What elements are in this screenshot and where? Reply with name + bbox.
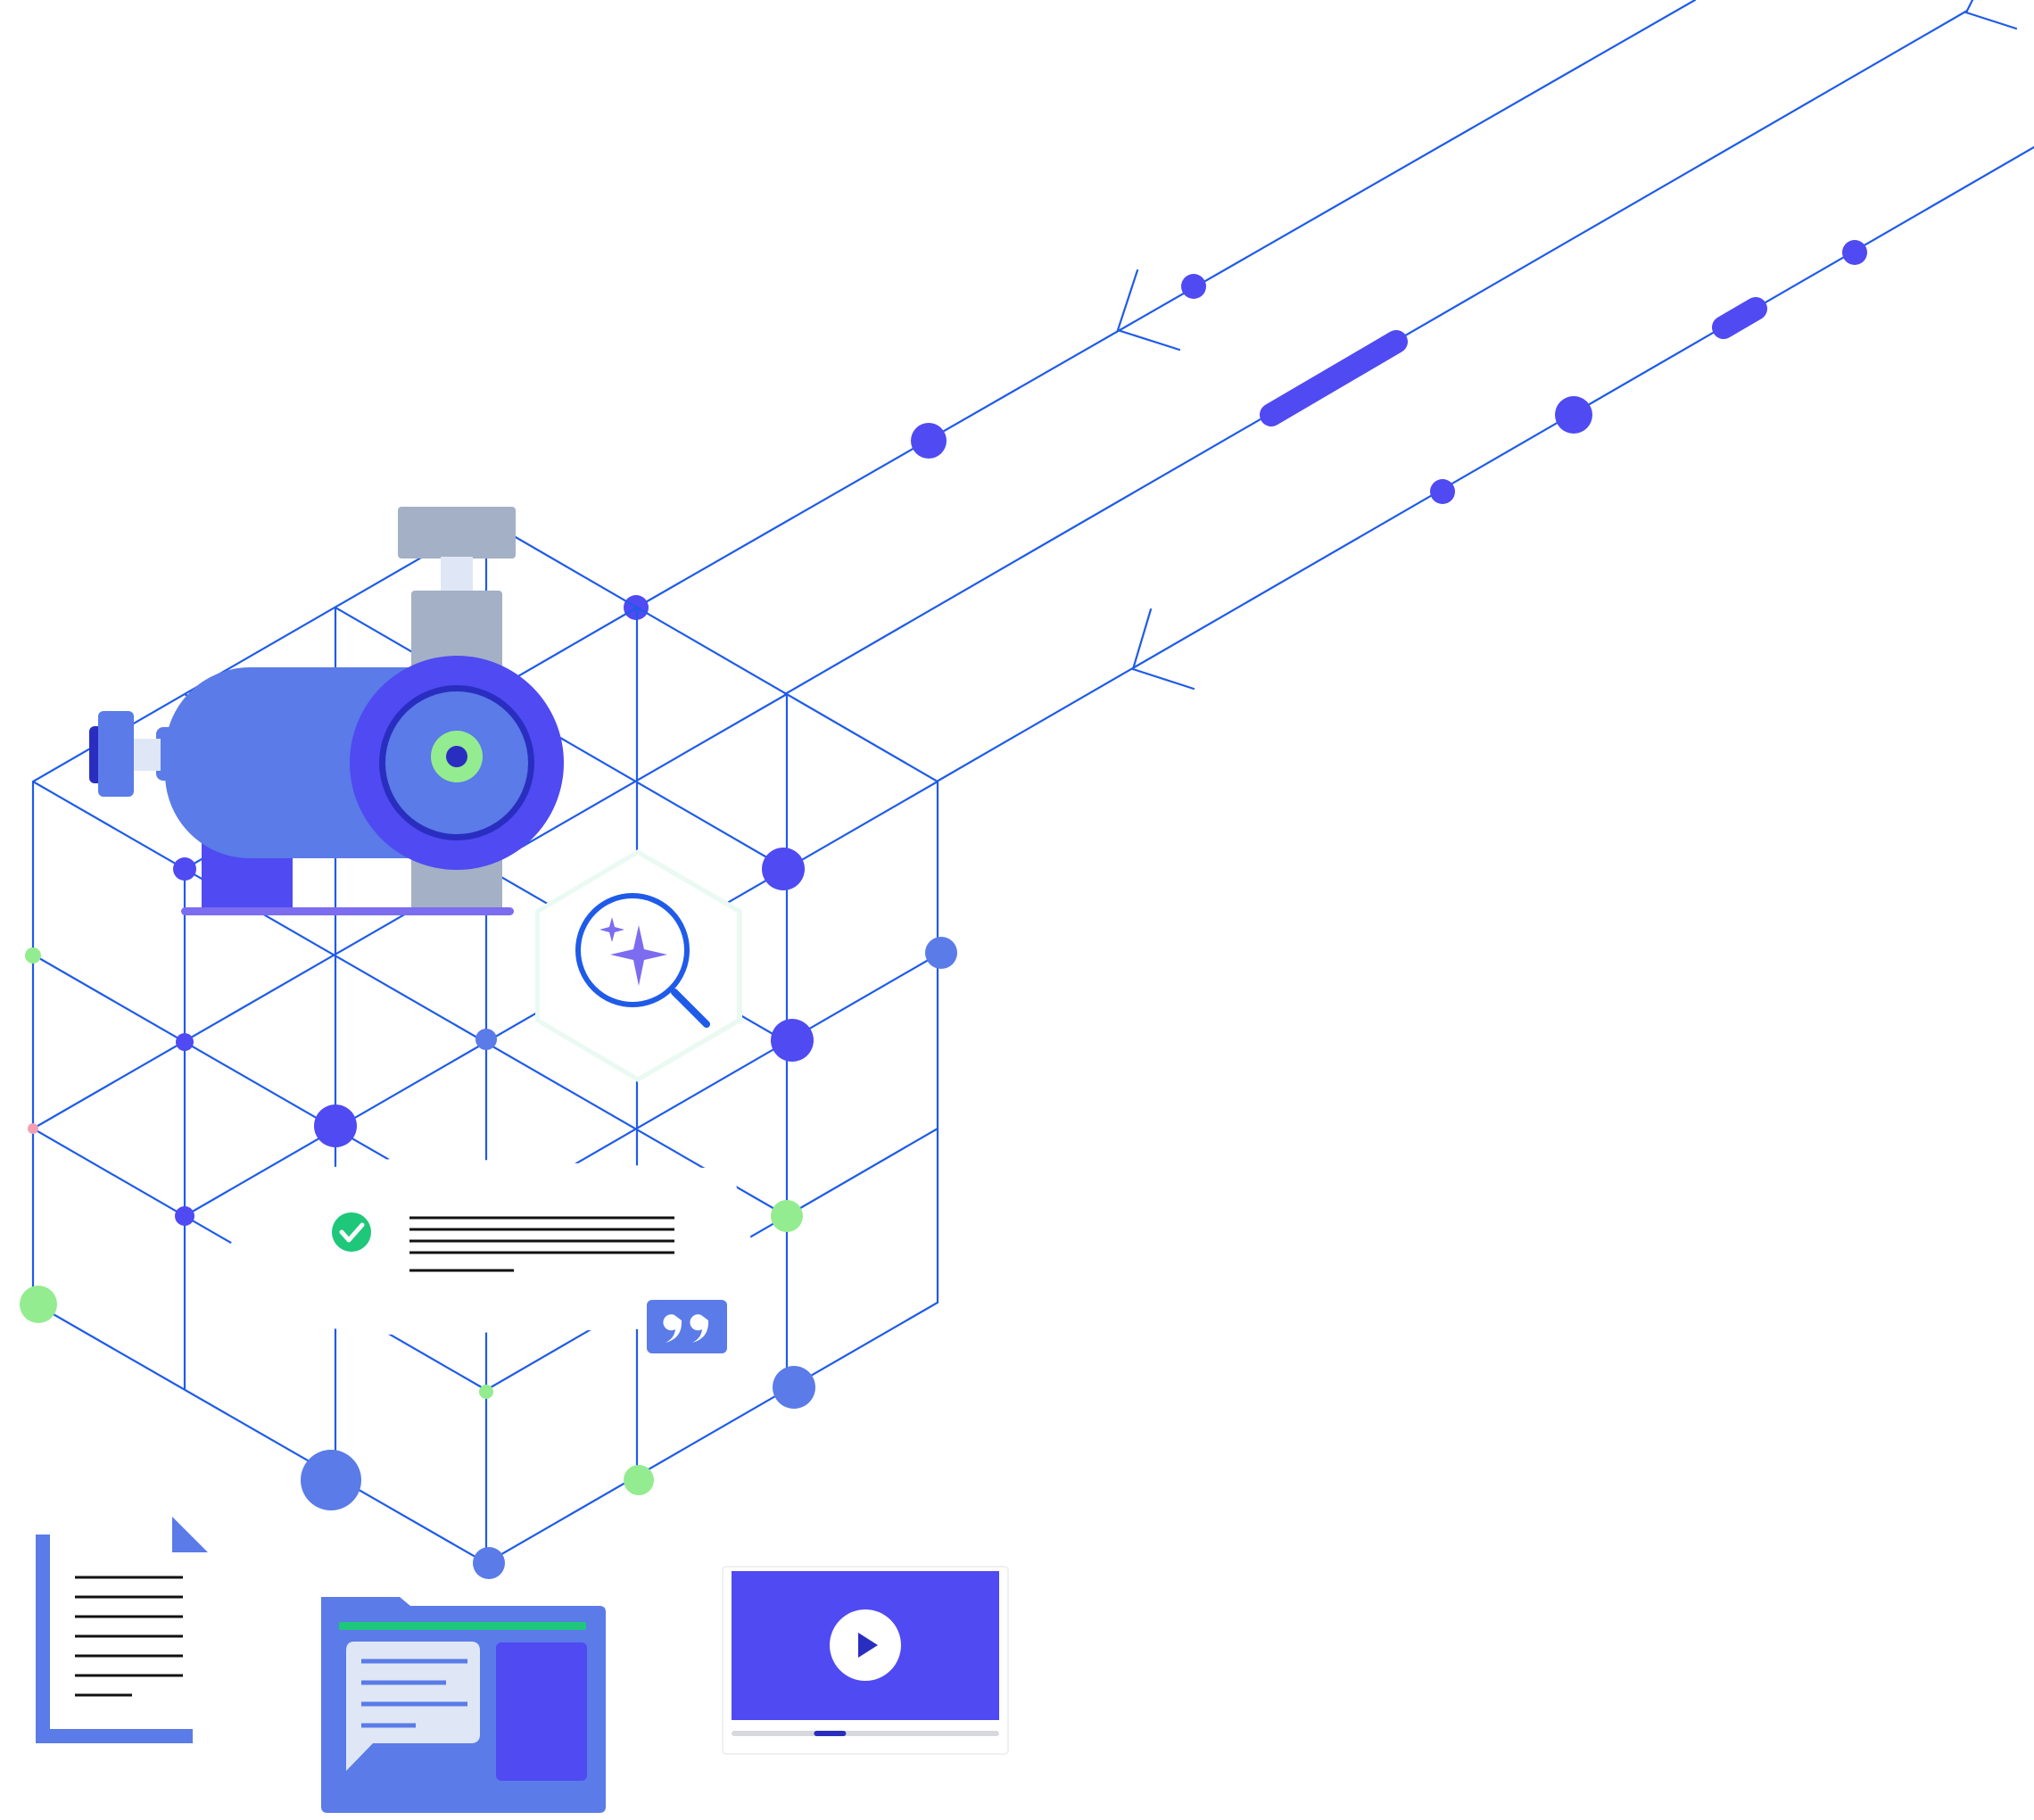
document-icon (36, 1517, 208, 1743)
pipelines (636, 0, 2034, 783)
arrow-icon (1964, 0, 2018, 30)
video-progress-thumb (814, 1731, 847, 1736)
ai-search-sparkle-icon (575, 893, 710, 1028)
text-lines (409, 1216, 674, 1272)
message-card (227, 1157, 754, 1353)
video-progress-track (732, 1731, 999, 1736)
chat-folder-icon (321, 1597, 606, 1813)
search-badge (535, 849, 742, 1082)
quote-icon (647, 1300, 727, 1353)
check-circle-icon (332, 1212, 371, 1252)
camera-machine-icon (89, 507, 564, 915)
arrow-icon (1116, 269, 1181, 352)
grid-nodes (20, 848, 957, 1579)
arrow-icon (1131, 608, 1195, 691)
video-player-icon (722, 1566, 1009, 1755)
pipeline-nodes (624, 240, 1867, 620)
